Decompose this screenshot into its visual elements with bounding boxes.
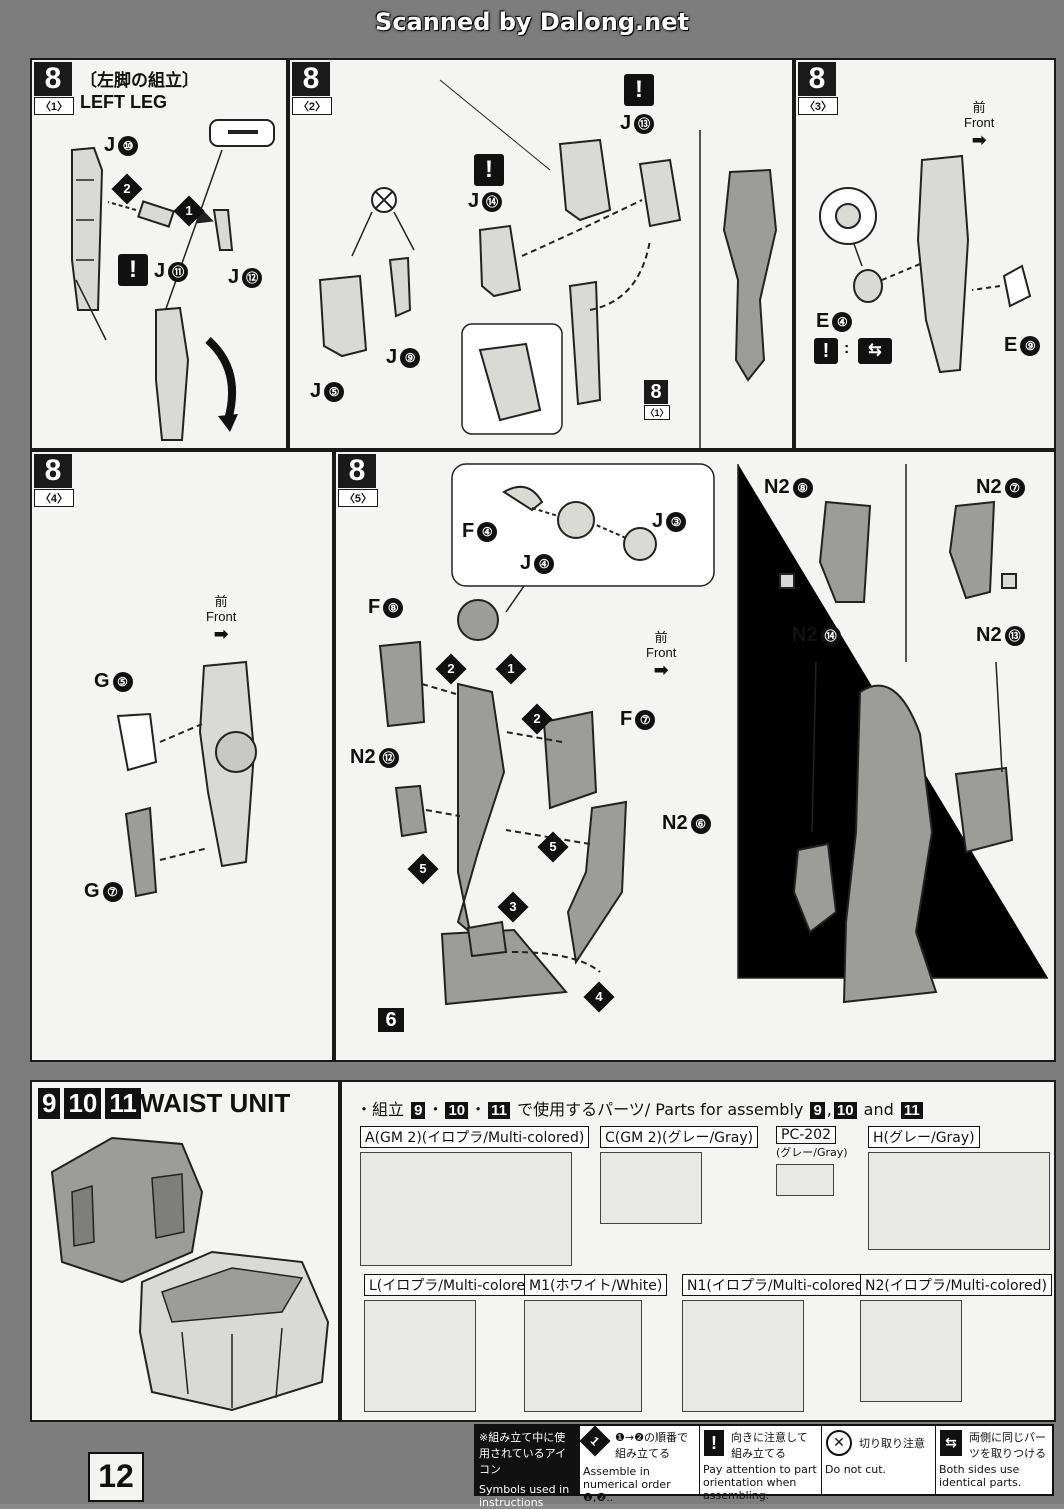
step-badge: 8〈1〉 xyxy=(34,62,74,115)
leg-outer-armor-illustration xyxy=(378,463,1048,1006)
do-not-cut-icon: ✕ xyxy=(826,1430,852,1456)
runner-n2-sprue xyxy=(860,1300,962,1402)
waist-unit-illustration xyxy=(50,1136,330,1412)
orientation-warning-icon: ! xyxy=(118,254,148,286)
legend-orientation: ! 向きに注意して組み立てる Pay attention to part ori… xyxy=(700,1426,822,1502)
order-1-diamond: 1 xyxy=(173,195,205,227)
step-badge: 8〈4〉 xyxy=(34,454,74,507)
runner-h-sprue xyxy=(868,1152,1050,1250)
step-badge: 8〈3〉 xyxy=(798,62,838,115)
waist-title: WAIST UNIT xyxy=(140,1088,291,1118)
leg-armor-illustration xyxy=(116,660,257,898)
parts-header: ・組立 9・10・11 で使用するパーツ/ Parts for assembly… xyxy=(356,1096,925,1120)
legend-do-not-cut: ✕ 切り取り注意 Do not cut. xyxy=(822,1426,936,1494)
orientation-warning-icon: ! xyxy=(474,154,504,186)
runner-h: H(グレー/Gray) xyxy=(868,1126,1050,1250)
lower-leg-illustration xyxy=(819,154,1032,374)
both-sides-icon: ⇆ xyxy=(858,338,892,364)
runner-n1: N1(イロプラ/Multi-colored) xyxy=(682,1274,874,1412)
runner-pc202-sprue xyxy=(776,1164,834,1196)
order-2-diamond: 2 xyxy=(521,703,553,735)
order-1-diamond: 1 xyxy=(495,653,527,685)
panel-parts-list: ・組立 9・10・11 で使用するパーツ/ Parts for assembly… xyxy=(340,1080,1056,1422)
colon-symbol: : xyxy=(844,340,850,357)
order-5-diamond: 5 xyxy=(407,853,439,885)
order-4-diamond: 4 xyxy=(583,981,615,1013)
runner-m1-sprue xyxy=(524,1300,642,1412)
runner-a-sprue xyxy=(360,1152,572,1266)
step-badge: 8〈5〉 xyxy=(338,454,378,507)
runner-n2: N2(イロプラ/Multi-colored) xyxy=(860,1274,1052,1402)
runner-a: A(GM 2)(イロプラ/Multi-colored) xyxy=(360,1126,590,1266)
legend-numerical-order: 1 ❶→❷の順番で組み立てる Assemble in numerical ord… xyxy=(579,1425,700,1504)
orientation-warning-icon: ! xyxy=(624,74,654,106)
runner-n1-sprue xyxy=(682,1300,804,1412)
runner-c: C(GM 2)(グレー/Gray) xyxy=(600,1126,759,1224)
both-sides-icon: ⇆ xyxy=(940,1430,962,1456)
order-2-diamond: 2 xyxy=(111,173,143,205)
title-english: LEFT LEG xyxy=(80,92,167,112)
reference-step-badge: 8〈1〉 xyxy=(644,380,670,420)
runner-m1: M1(ホワイト/White) xyxy=(524,1274,668,1412)
order-5-diamond: 5 xyxy=(537,831,569,863)
legend-both-sides: ⇆ 両側に同じパーツを取りつける Both sides use identica… xyxy=(939,1430,1047,1489)
runner-l: L(イロプラ/Multi-colored) xyxy=(364,1274,545,1412)
scanner-watermark: Scanned by Dalong.net xyxy=(375,8,689,36)
step-badge: 8〈2〉 xyxy=(292,62,332,115)
numerical-order-icon: 1 xyxy=(579,1425,611,1457)
runner-c-sprue xyxy=(600,1152,702,1224)
orientation-warning-icon: ! xyxy=(814,338,838,364)
order-3-diamond: 3 xyxy=(497,891,529,923)
step-6-reference-box: 6 xyxy=(378,1008,404,1032)
orientation-warning-icon: ! xyxy=(704,1430,724,1456)
symbols-legend: ※組み立て中に使用されているアイコン Symbols used in instr… xyxy=(474,1424,1054,1509)
page-number: 12 xyxy=(88,1452,144,1502)
knee-assembly-illustration xyxy=(318,79,778,448)
legend-intro: ※組み立て中に使用されているアイコン Symbols used in instr… xyxy=(476,1426,580,1509)
title-japanese: 〔左脚の組立〕 xyxy=(80,71,199,91)
order-2-diamond: 2 xyxy=(435,653,467,685)
runner-pc202: PC-202 (グレー/Gray) xyxy=(776,1126,848,1196)
left-leg-frame-illustration xyxy=(71,119,275,441)
runner-l-sprue xyxy=(364,1300,476,1412)
